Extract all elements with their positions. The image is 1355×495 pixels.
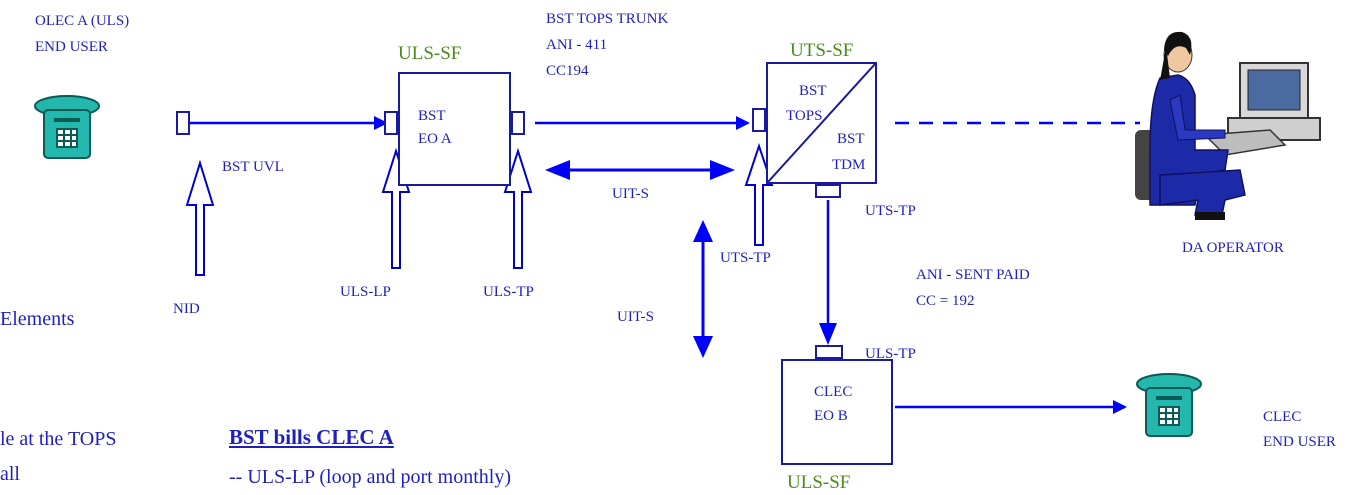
bst-eo-a-line1: BST	[418, 107, 446, 125]
da-operator-label: DA OPERATOR	[1182, 239, 1284, 257]
operator-illustration	[1135, 32, 1320, 220]
bills-item1: -- ULS-LP (loop and port monthly)	[229, 465, 511, 489]
tops-partial-line1: le at the TOPS	[0, 427, 116, 451]
nid-port	[176, 111, 190, 135]
elements-partial-label: Elements	[0, 307, 74, 331]
ani-sent-paid-line1: ANI - SENT PAID	[916, 266, 1030, 284]
trunk-line3: CC194	[546, 62, 589, 80]
trunk-line2: ANI - 411	[546, 36, 607, 54]
uit-s-vertical-label: UIT-S	[617, 308, 654, 326]
tops-line2: TOPS	[786, 107, 822, 125]
olec-user-line2: END USER	[35, 38, 108, 56]
clec-user-line1: CLEC	[1263, 408, 1301, 426]
tdm-line1: BST	[837, 130, 865, 148]
uls-lp-port	[384, 111, 398, 135]
uls-tp-port	[511, 111, 525, 135]
bst-uvl-label: BST UVL	[222, 158, 284, 176]
uts-tp-below-label: UTS-TP	[720, 249, 771, 267]
trunk-line1: BST TOPS TRUNK	[546, 10, 668, 28]
bst-eo-a-box	[398, 72, 511, 186]
clec-user-line2: END USER	[1263, 433, 1336, 451]
tdm-line2: TDM	[832, 156, 865, 174]
clec-eo-b-line2: EO B	[814, 407, 848, 425]
uls-tp-port-clec	[815, 345, 843, 359]
uit-s-horizontal-label: UIT-S	[612, 185, 649, 203]
uls-sf-bottom-label: ULS-SF	[787, 472, 850, 494]
olec-user-line1: OLEC A (ULS)	[35, 12, 129, 30]
uls-sf-top-label: ULS-SF	[398, 43, 461, 65]
tops-partial-line2: all	[0, 462, 20, 486]
clec-eo-b-line1: CLEC	[814, 383, 852, 401]
phone-icon	[32, 92, 102, 162]
tops-line1: BST	[799, 82, 827, 100]
bills-heading: BST bills CLEC A	[229, 428, 394, 446]
ani-sent-paid-line2: CC = 192	[916, 292, 974, 310]
uts-tp-port-left	[752, 108, 766, 132]
uls-lp-label: ULS-LP	[340, 283, 391, 301]
phone-icon	[1134, 370, 1204, 440]
uts-tp-port-bottom	[815, 184, 841, 198]
nid-label: NID	[173, 300, 200, 318]
nid-hollow-arrow	[187, 163, 213, 275]
uls-tp-bottom-label: ULS-TP	[865, 345, 916, 363]
uts-sf-label: UTS-SF	[790, 40, 853, 62]
uts-tp-right-label: UTS-TP	[865, 202, 916, 220]
uls-tp-left-label: ULS-TP	[483, 283, 534, 301]
bst-eo-a-line2: EO A	[418, 130, 452, 148]
